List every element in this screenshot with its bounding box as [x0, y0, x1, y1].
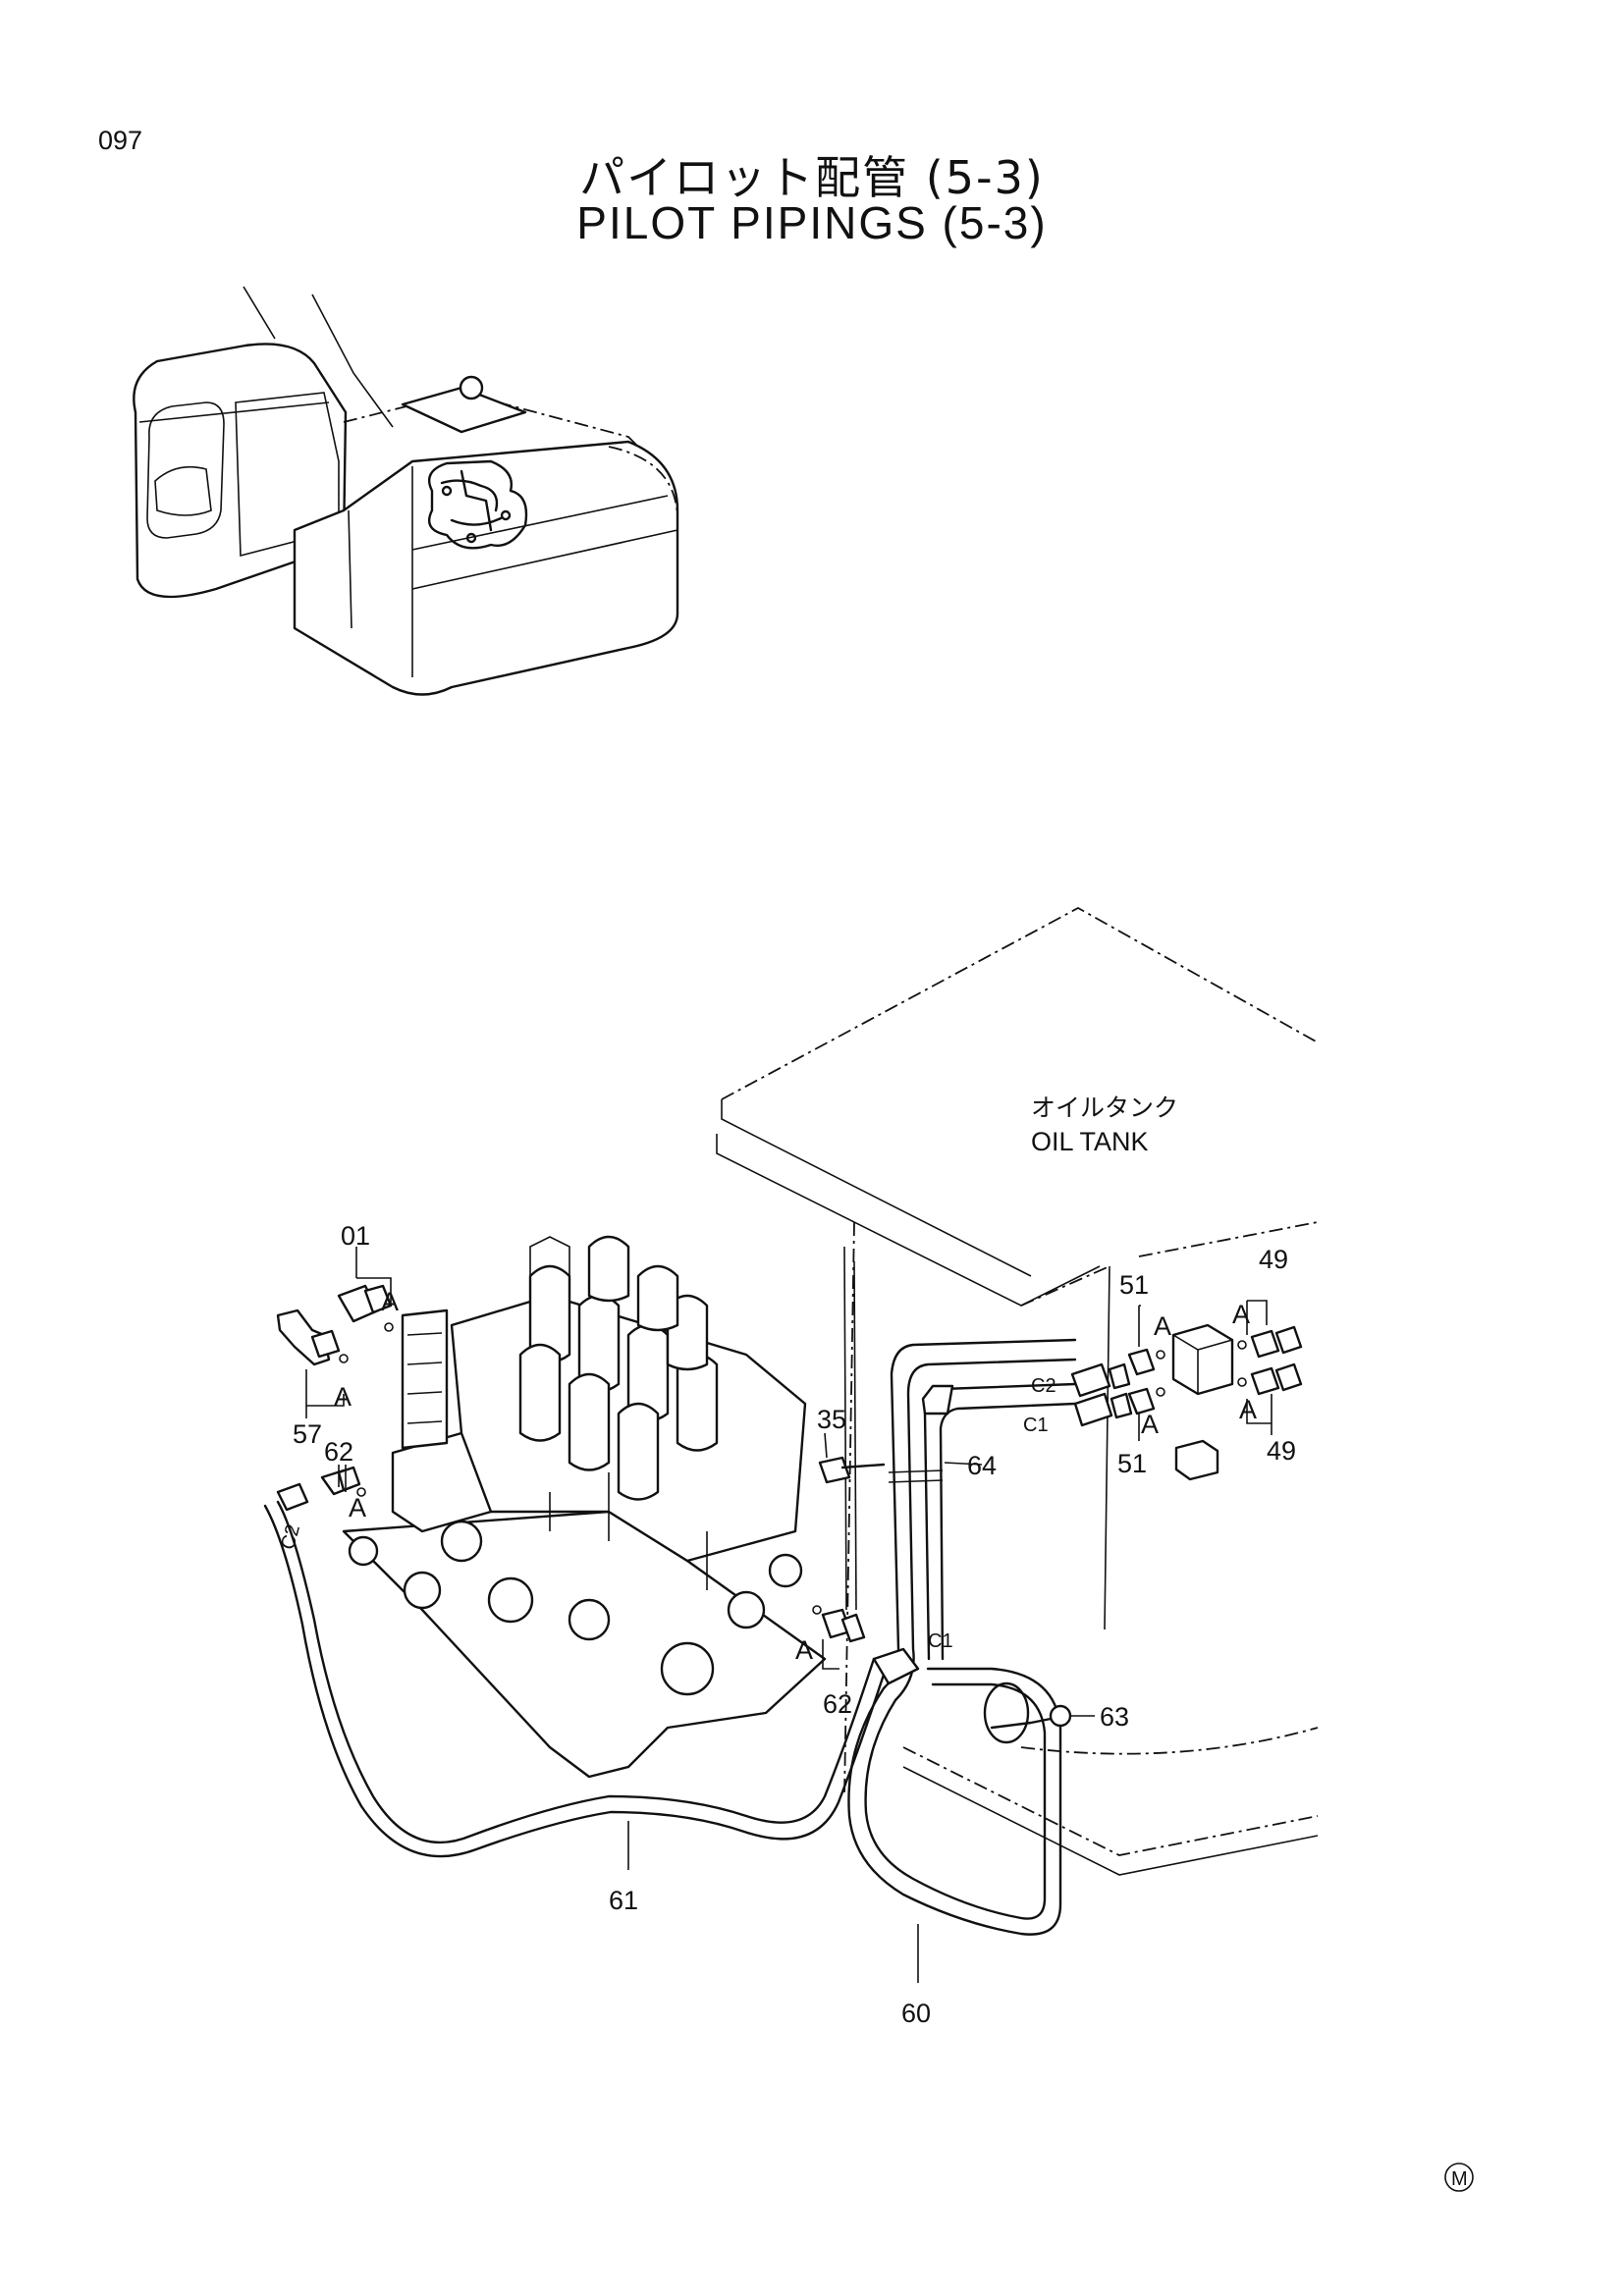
pilot-pipes — [263, 1338, 1077, 1936]
part-label-60: 60 — [901, 1999, 931, 2028]
connection-mark-c1-bottom: C1 — [928, 1630, 953, 1652]
part-label-64: 64 — [967, 1451, 997, 1480]
oil-tank-label-japanese: オイルタンク — [1031, 1094, 1178, 1122]
page-number: 097 — [98, 126, 143, 155]
detail-mark-a-51-upper: A — [1154, 1311, 1171, 1341]
part-label-51-lower: 51 — [1117, 1449, 1147, 1478]
part-labels: 01 57 62 62 35 64 51 51 49 49 63 61 60 A… — [277, 1094, 1296, 2028]
excavator-overview-illustration — [133, 286, 679, 696]
detail-mark-a-51-lower: A — [1141, 1410, 1159, 1439]
part-label-57: 57 — [293, 1419, 322, 1449]
detail-mark-a-57: A — [334, 1382, 352, 1412]
page-title-japanese: パイロット配管 (5-3) — [579, 151, 1045, 204]
detail-mark-a-49-upper: A — [1232, 1300, 1250, 1329]
manufacturer-mark-letter: M — [1451, 2168, 1468, 2190]
detail-mark-a-62-upper: A — [349, 1493, 366, 1522]
detail-mark-a-01: A — [381, 1287, 399, 1316]
part-label-63: 63 — [1100, 1702, 1129, 1732]
oil-tank-illustration — [716, 906, 1319, 1876]
detail-mark-a-62-lower: A — [795, 1635, 813, 1665]
part-label-51-upper: 51 — [1119, 1270, 1149, 1300]
page-title-english: PILOT PIPINGS (5-3) — [576, 197, 1048, 248]
control-valve-illustration — [342, 1235, 827, 1779]
detail-mark-a-49-lower: A — [1239, 1395, 1257, 1424]
part-label-49-lower: 49 — [1267, 1436, 1296, 1466]
connection-mark-c2-left: C2 — [277, 1522, 304, 1552]
part-label-62-upper: 62 — [324, 1437, 353, 1467]
connection-mark-c2-right: C2 — [1031, 1375, 1056, 1397]
connection-mark-c1-right: C1 — [1023, 1415, 1049, 1436]
oil-tank-label-english: OIL TANK — [1031, 1127, 1149, 1156]
part-label-35: 35 — [817, 1405, 846, 1434]
leader-lines — [305, 1247, 1272, 1983]
part-label-01: 01 — [341, 1221, 370, 1251]
part-label-62-lower: 62 — [823, 1689, 852, 1719]
part-label-61: 61 — [609, 1886, 638, 1915]
fittings — [276, 1284, 1303, 1643]
manufacturer-mark: M — [1444, 2163, 1474, 2192]
part-label-49-upper: 49 — [1259, 1245, 1288, 1274]
